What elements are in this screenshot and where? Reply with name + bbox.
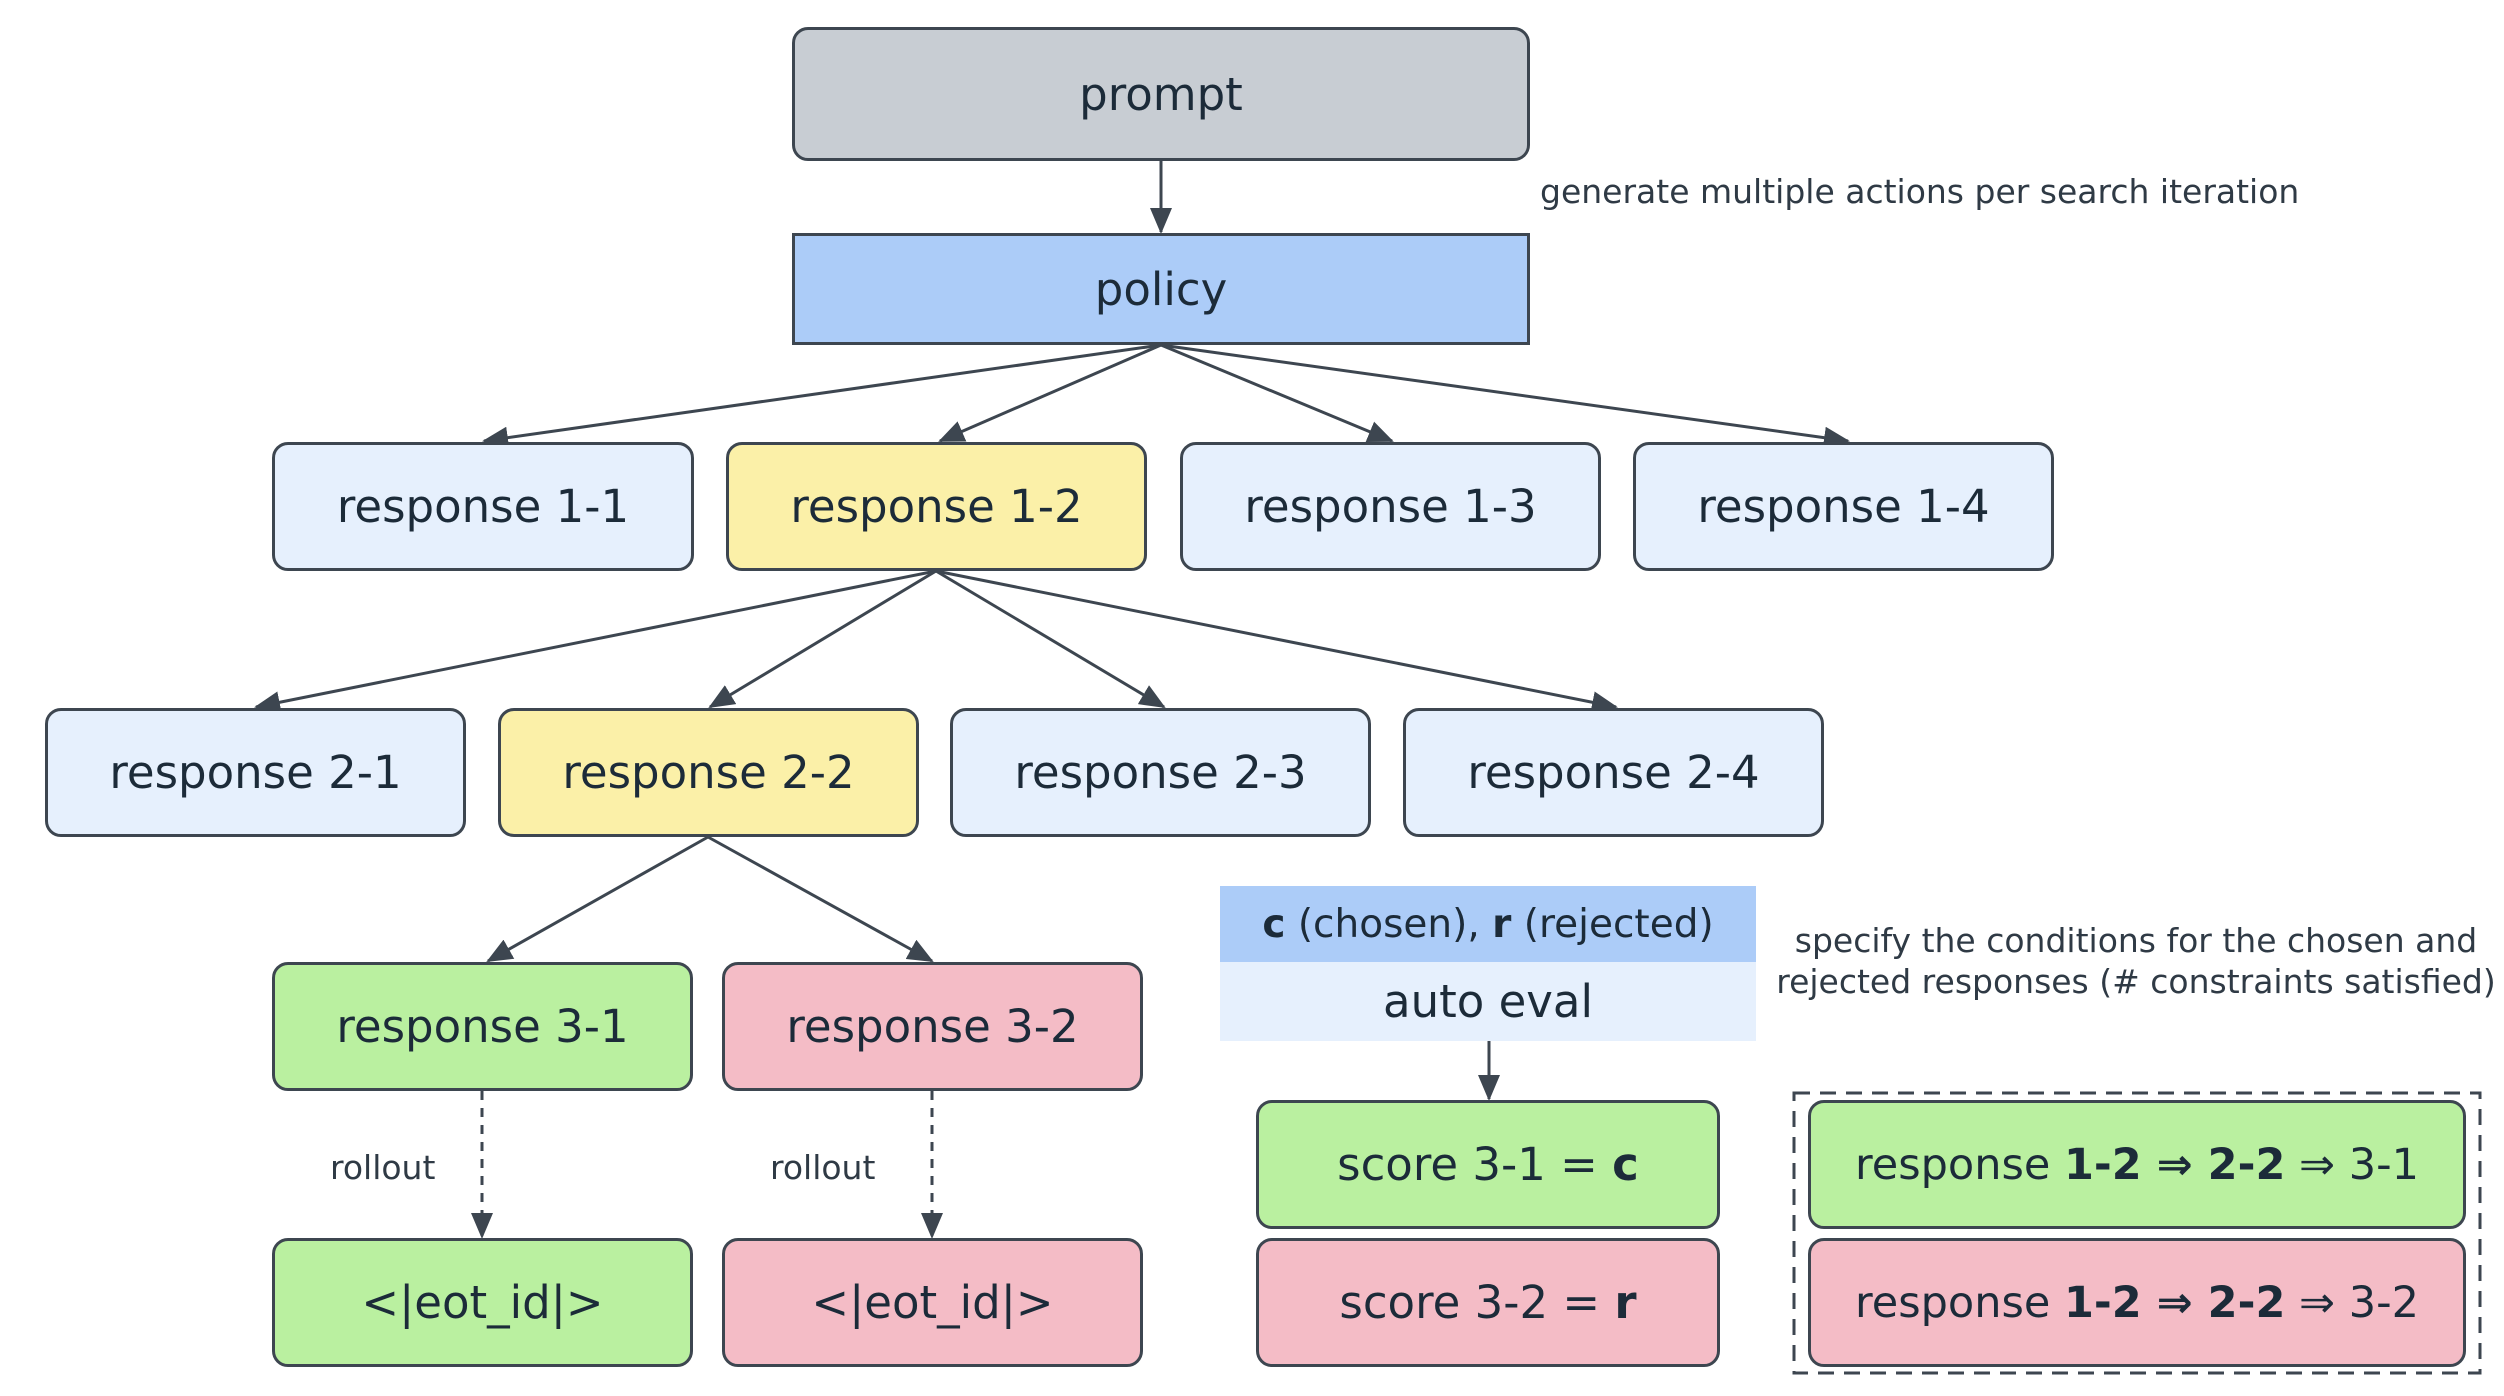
edge-r1-2-r2-1 <box>254 569 937 714</box>
auto-eval-chosen-text: (chosen), <box>1285 901 1493 947</box>
generate-note: generate multiple actions per search ite… <box>1540 172 2300 211</box>
edge-r2-2-r3-1 <box>486 835 709 963</box>
rollout-label-1: rollout <box>330 1148 436 1187</box>
score-3-2-text: score 3-2 = <box>1339 1276 1615 1329</box>
chosen-path-arrow-2: ⇒ <box>2285 1139 2349 1190</box>
rejected-path-step-b: 2-2 <box>2207 1277 2286 1328</box>
response-2-3-node: response 2-3 <box>950 708 1371 837</box>
score-3-2-value: r <box>1614 1276 1637 1329</box>
auto-eval-c: c <box>1262 901 1286 947</box>
response-3-2-node: response 3-2 <box>722 962 1143 1091</box>
auto-eval-title: auto eval <box>1383 975 1593 1028</box>
policy-node: policy <box>792 233 1530 345</box>
response-2-2-node: response 2-2 <box>498 708 919 837</box>
auto-eval-header: c (chosen), r (rejected) <box>1220 886 1756 962</box>
chosen-path-arrow-1: ⇒ <box>2141 1139 2208 1190</box>
response-2-2-label: response 2-2 <box>562 746 855 799</box>
eot-node-2: <|eot_id|> <box>722 1238 1143 1367</box>
edge-policy-r1-3 <box>1160 343 1394 443</box>
response-2-1-label: response 2-1 <box>109 746 402 799</box>
response-2-4-node: response 2-4 <box>1403 708 1824 837</box>
eot-label-2: <|eot_id|> <box>811 1276 1054 1329</box>
score-3-1-value: c <box>1612 1138 1639 1191</box>
edge-r1-2-r2-4 <box>935 569 1618 714</box>
response-1-2-label: response 1-2 <box>790 480 1083 533</box>
edge-r1-2-r2-2 <box>708 569 937 709</box>
response-1-4-node: response 1-4 <box>1633 442 2054 571</box>
chosen-rejected-paths-frame <box>1792 1091 2482 1375</box>
response-2-4-label: response 2-4 <box>1467 746 1760 799</box>
auto-eval-box: auto eval <box>1220 962 1756 1041</box>
response-3-2-label: response 3-2 <box>786 1000 1079 1053</box>
rejected-path-arrow-1: ⇒ <box>2141 1277 2208 1328</box>
response-3-1-label: response 3-1 <box>336 1000 629 1053</box>
response-1-2-node: response 1-2 <box>726 442 1147 571</box>
response-1-4-label: response 1-4 <box>1697 480 1990 533</box>
score-3-1-node: score 3-1 = c <box>1256 1100 1720 1229</box>
edge-r1-2-r2-3 <box>935 569 1166 709</box>
rejected-path-step-a: 1-2 <box>2064 1277 2142 1328</box>
rejected-path-arrow-2: ⇒ <box>2285 1277 2349 1328</box>
auto-eval-r: r <box>1492 901 1512 947</box>
response-3-1-node: response 3-1 <box>272 962 693 1091</box>
edge-policy-r1-4 <box>1160 343 1850 449</box>
response-2-3-label: response 2-3 <box>1014 746 1307 799</box>
edge-r2-2-r3-2 <box>707 835 934 963</box>
chosen-path-step-a: 1-2 <box>2064 1139 2142 1190</box>
edge-policy-r1-1 <box>482 343 1162 449</box>
response-1-1-label: response 1-1 <box>336 480 630 533</box>
response-1-1-node: response 1-1 <box>272 442 694 571</box>
policy-label: policy <box>1094 262 1228 316</box>
rejected-path-step-c: 3-2 <box>2348 1277 2419 1328</box>
chosen-path-node: response 1-2 ⇒ 2-2 ⇒ 3-1 <box>1808 1100 2466 1229</box>
rejected-path-prefix: response <box>1855 1277 2064 1328</box>
eot-node-1: <|eot_id|> <box>272 1238 693 1367</box>
rejected-path-node: response 1-2 ⇒ 2-2 ⇒ 3-2 <box>1808 1238 2466 1367</box>
response-1-3-label: response 1-3 <box>1244 480 1537 533</box>
edge-policy-r1-2 <box>938 343 1162 443</box>
response-2-1-node: response 2-1 <box>45 708 466 837</box>
chosen-path-step-c: 3-1 <box>2348 1139 2419 1190</box>
prompt-label: prompt <box>1079 67 1243 121</box>
score-3-1-text: score 3-1 = <box>1337 1138 1613 1191</box>
eot-label-1: <|eot_id|> <box>361 1276 604 1329</box>
conditions-note: specify the conditions for the chosen an… <box>1776 920 2496 1002</box>
auto-eval-rejected-text: (rejected) <box>1511 901 1714 947</box>
chosen-path-prefix: response <box>1855 1139 2064 1190</box>
rollout-label-2: rollout <box>770 1148 876 1187</box>
prompt-node: prompt <box>792 27 1530 161</box>
conditions-line-2: rejected responses (# constraints satisf… <box>1776 962 2496 1001</box>
score-3-2-node: score 3-2 = r <box>1256 1238 1720 1367</box>
conditions-line-1: specify the conditions for the chosen an… <box>1794 921 2478 960</box>
chosen-path-step-b: 2-2 <box>2207 1139 2286 1190</box>
response-1-3-node: response 1-3 <box>1180 442 1601 571</box>
